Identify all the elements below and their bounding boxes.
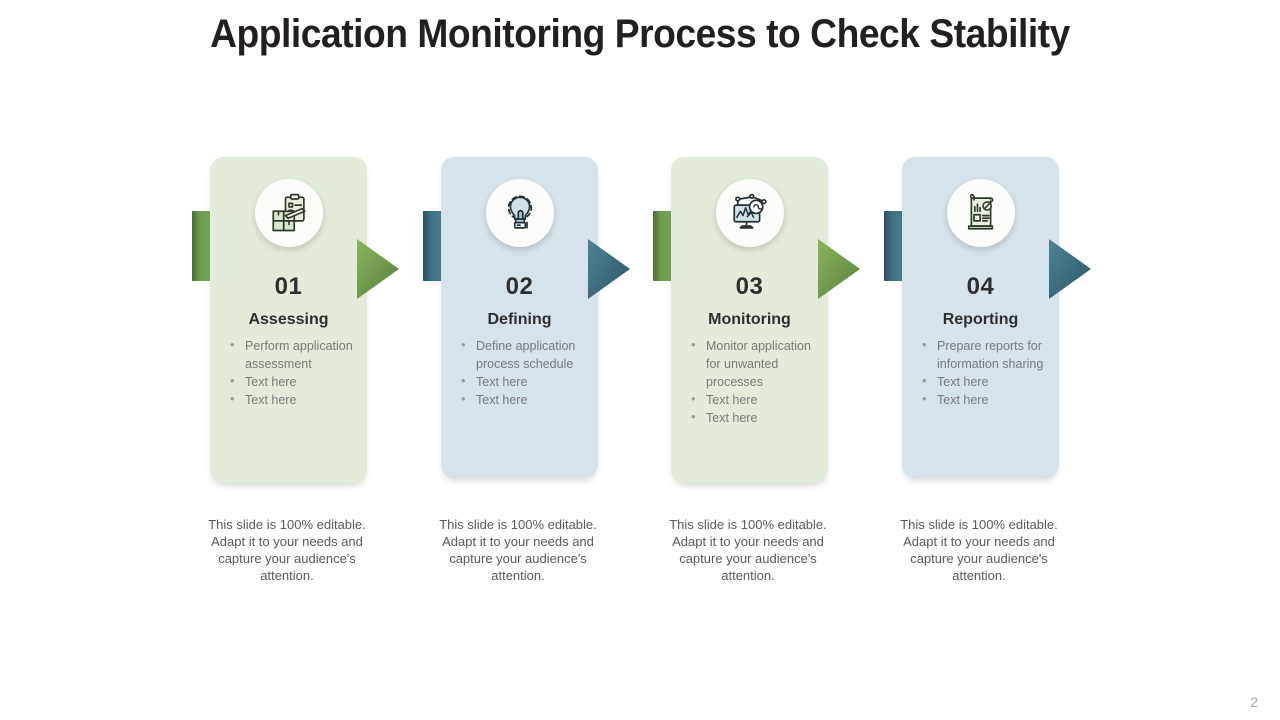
process-step-03[interactable]: 03MonitoringMonitor application for unwa…	[653, 157, 860, 483]
step-title: Defining	[487, 311, 552, 328]
process-step-04[interactable]: 04ReportingPrepare reports for informati…	[884, 157, 1091, 478]
step-bullet-item: Monitor application for unwanted process…	[688, 336, 819, 391]
process-step-02[interactable]: 02DefiningDefine application process sch…	[423, 157, 630, 478]
step-bullet-item: Text here	[458, 390, 589, 409]
step-caption: This slide is 100% editable. Adapt it to…	[669, 517, 827, 584]
step-side-tab	[192, 211, 212, 281]
step-bullet-list: Define application process scheduleText …	[450, 336, 589, 410]
monitor-chart-magnifier-icon	[715, 179, 784, 247]
step-bullet-item: Text here	[688, 390, 819, 409]
step-bullet-list: Prepare reports for information sharingT…	[911, 336, 1050, 410]
clipboard-checklist-pencil-icon	[254, 179, 323, 247]
step-bullet-item: Prepare reports for information sharing	[919, 336, 1050, 373]
step-side-tab	[884, 211, 904, 281]
step-bullet-item: Define application process schedule	[458, 336, 589, 373]
step-title: Reporting	[942, 311, 1019, 328]
step-caption: This slide is 100% editable. Adapt it to…	[439, 517, 597, 584]
step-card[interactable]: 04ReportingPrepare reports for informati…	[902, 157, 1059, 478]
step-text-block: 03MonitoringMonitor application for unwa…	[671, 157, 828, 449]
step-side-tab	[423, 211, 443, 281]
step-text-block: 01AssessingPerform application assessmen…	[210, 157, 367, 431]
step-arrow-icon	[588, 239, 630, 299]
step-title: Monitoring	[708, 311, 791, 328]
step-number: 01	[274, 273, 303, 300]
step-number: 04	[966, 273, 995, 300]
step-text-block: 02DefiningDefine application process sch…	[441, 157, 598, 431]
step-title: Assessing	[248, 311, 329, 328]
step-bullet-list: Perform application assessmentText hereT…	[219, 336, 358, 410]
step-number: 03	[735, 273, 764, 300]
step-bullet-item: Text here	[919, 372, 1050, 391]
page-title: Application Monitoring Process to Check …	[210, 12, 1070, 56]
step-bullet-item: Text here	[919, 390, 1050, 409]
lightbulb-gear-idea-icon	[485, 179, 554, 247]
step-card[interactable]: 01AssessingPerform application assessmen…	[210, 157, 367, 483]
step-bullet-item: Text here	[227, 372, 358, 391]
page-number: 2	[1250, 694, 1258, 710]
step-caption: This slide is 100% editable. Adapt it to…	[900, 517, 1058, 584]
step-bullet-item: Text here	[227, 390, 358, 409]
report-document-chart-icon	[946, 179, 1015, 247]
step-card[interactable]: 03MonitoringMonitor application for unwa…	[671, 157, 828, 483]
step-side-tab	[653, 211, 673, 281]
process-step-01[interactable]: 01AssessingPerform application assessmen…	[192, 157, 399, 483]
step-caption: This slide is 100% editable. Adapt it to…	[208, 517, 366, 584]
step-number: 02	[505, 273, 534, 300]
step-arrow-icon	[1049, 239, 1091, 299]
step-bullet-item: Perform application assessment	[227, 336, 358, 373]
step-bullet-item: Text here	[688, 408, 819, 427]
step-arrow-icon	[818, 239, 860, 299]
step-card[interactable]: 02DefiningDefine application process sch…	[441, 157, 598, 478]
step-bullet-item: Text here	[458, 372, 589, 391]
step-bullet-list: Monitor application for unwanted process…	[680, 336, 819, 428]
step-text-block: 04ReportingPrepare reports for informati…	[902, 157, 1059, 431]
step-arrow-icon	[357, 239, 399, 299]
